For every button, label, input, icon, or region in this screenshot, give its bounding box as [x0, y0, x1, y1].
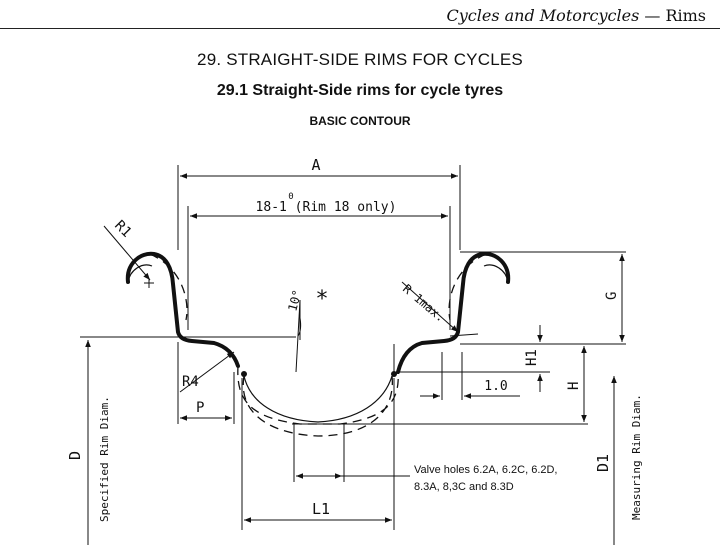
label-h: H: [566, 382, 582, 390]
label-a: A: [311, 156, 320, 174]
r4-leader: [179, 351, 235, 393]
r-max-leader: [401, 281, 459, 333]
label-inner-width: 18-1 (Rim 18 only): [256, 200, 397, 215]
right-bead-hook: [483, 264, 509, 283]
label-r1: R1: [111, 218, 134, 241]
label-asterisk: *: [315, 287, 328, 312]
label-measuring-rim-diam: Measuring Rim Diam.: [630, 394, 643, 520]
label-r-max: R 1max.: [400, 282, 448, 325]
label-d: D: [66, 451, 84, 460]
right-seat-point: [391, 371, 397, 377]
header-dash: —: [639, 6, 666, 25]
label-l1: L1: [312, 500, 330, 518]
valve-note-line2: 8.3A, 8,3C and 8.3D: [414, 481, 514, 493]
header-topic: Rims: [665, 6, 706, 25]
running-header: Cycles and Motorcycles — Rims: [447, 6, 707, 25]
r1-leader: [103, 225, 151, 281]
valve-note-line1: Valve holes 6.2A, 6.2C, 6.2D,: [414, 464, 558, 476]
header-section: Cycles and Motorcycles: [446, 6, 640, 25]
page-header: Cycles and Motorcycles — Rims: [0, 0, 720, 40]
label-d1: D1: [594, 454, 612, 472]
subsection-title: 29.1 Straight-Side rims for cycle tyres: [216, 82, 504, 99]
rim-profile: [125, 251, 511, 374]
left-bead-hook: [127, 264, 153, 283]
label-r4: R4: [182, 374, 199, 390]
label-specified-rim-diam: Specified Rim Diam.: [98, 396, 111, 522]
label-g: G: [604, 292, 620, 300]
header-rule: [0, 28, 720, 29]
label-1-0: 1.0: [484, 379, 507, 394]
chapter-title: 29. STRAIGHT-SIDE RIMS FOR CYCLES: [197, 50, 523, 69]
angle-arc: [297, 317, 302, 337]
left-seat-point: [241, 371, 247, 377]
label-angle: 10°: [285, 288, 304, 313]
label-h1: H1: [524, 349, 540, 366]
contour-heading: BASIC CONTOUR: [309, 114, 411, 128]
label-inner-width-tol: 0: [288, 192, 293, 202]
well-bottom: [243, 375, 393, 423]
label-p: P: [196, 400, 204, 416]
